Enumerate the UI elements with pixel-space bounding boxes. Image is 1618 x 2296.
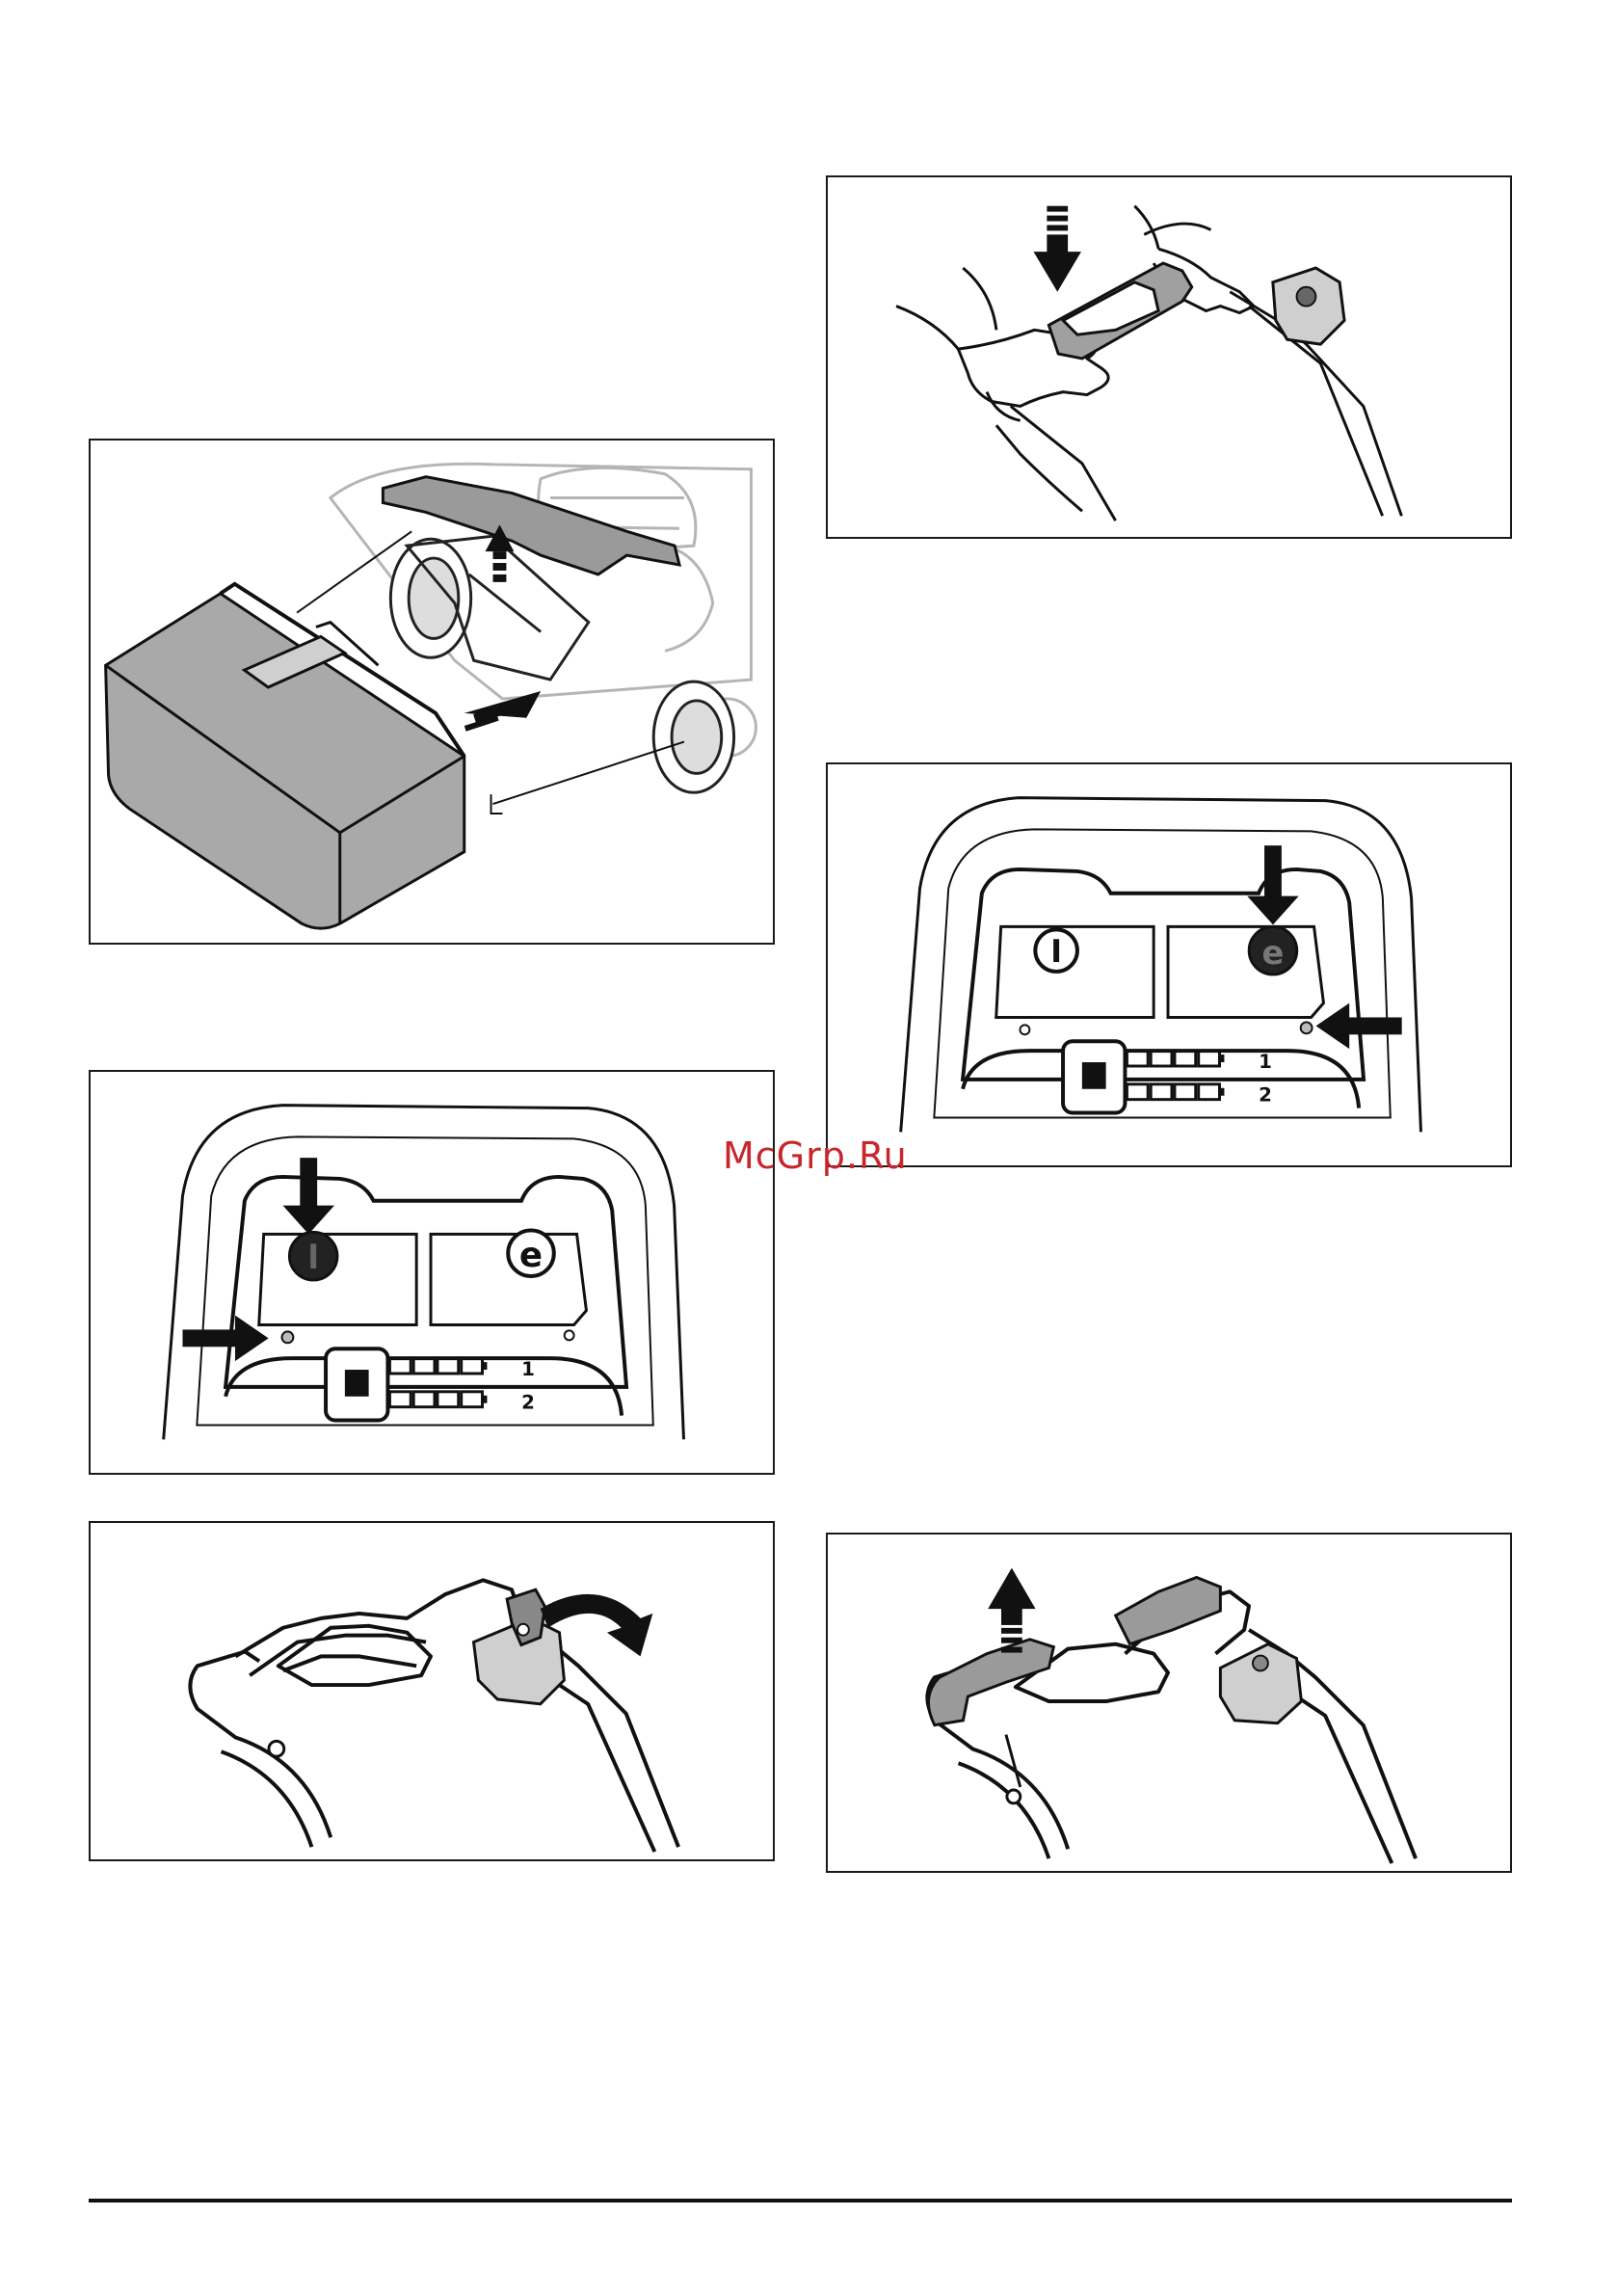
figure-hands-press-handle xyxy=(826,175,1512,539)
handle-lift-icon xyxy=(828,1535,1510,1871)
grass-bag-attach-icon xyxy=(91,441,773,943)
figure-handle-lock xyxy=(89,1521,775,1861)
svg-text:e: e xyxy=(1262,934,1285,972)
power-button-icon: e 1 2 xyxy=(91,1072,773,1473)
hands-press-handle-icon xyxy=(828,177,1510,537)
battery-row-label-1: 1 xyxy=(1259,1051,1272,1073)
figure-handle-lift xyxy=(826,1533,1512,1873)
eco-mode-button-icon: e 1 2 xyxy=(828,764,1510,1165)
handle-lock-release-icon xyxy=(91,1523,773,1859)
battery-row-label-1: 1 xyxy=(521,1358,535,1380)
figure-control-panel-eco: e 1 2 xyxy=(826,762,1512,1167)
svg-text:e: e xyxy=(519,1236,543,1275)
battery-row-label-2: 2 xyxy=(1259,1084,1272,1107)
figure-control-panel-power: e 1 2 xyxy=(89,1070,775,1475)
figure-grass-bag-attach xyxy=(89,439,775,945)
footer-rule xyxy=(89,2199,1512,2203)
battery-row-label-2: 2 xyxy=(521,1392,535,1414)
watermark: McGrp.Ru xyxy=(723,1135,908,1177)
